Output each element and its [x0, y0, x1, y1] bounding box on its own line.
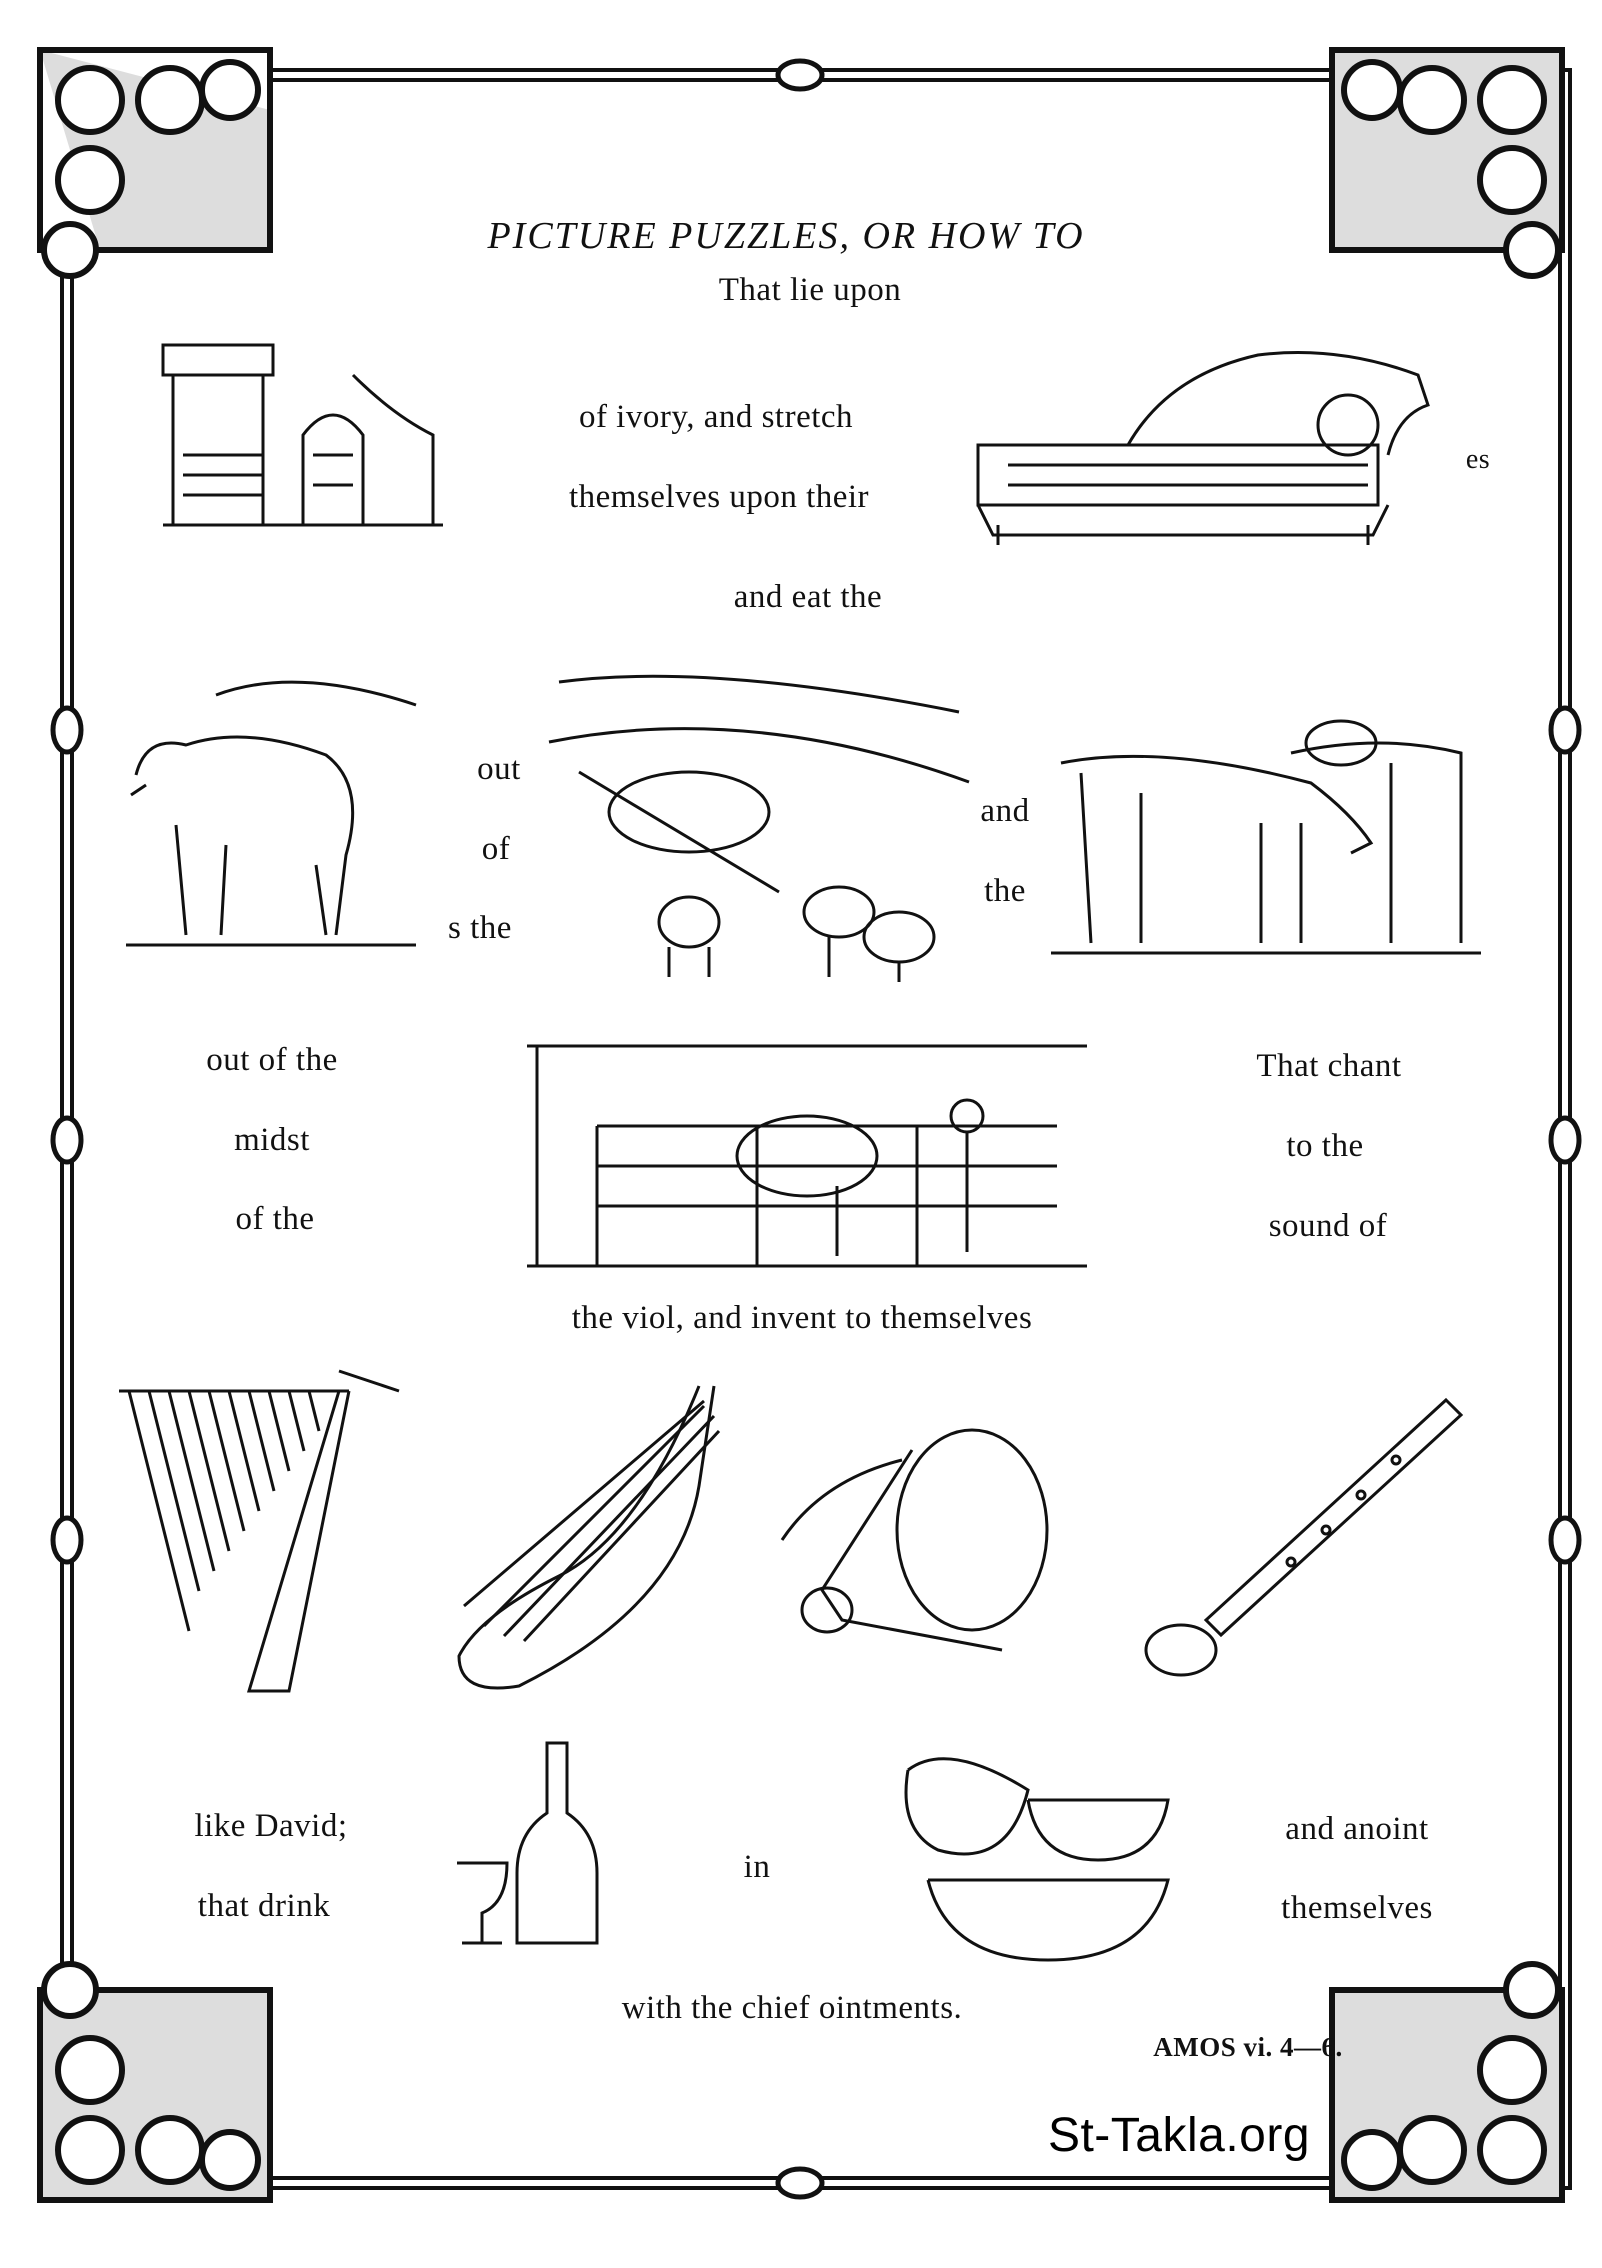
text-line: and [980, 793, 1030, 829]
text-line: That lie upon [718, 272, 902, 308]
text-line: of the [235, 1201, 315, 1237]
text-line: themselves [1281, 1890, 1433, 1926]
scripture-reference: AMOS vi. 4—6. [1153, 2032, 1343, 2062]
flute-icon [1144, 1397, 1464, 1677]
text-line: and eat the [733, 579, 883, 615]
sofa-icon [976, 351, 1430, 545]
text-line: with the chief ointments. [621, 1990, 963, 2026]
text-line: of [481, 831, 511, 867]
text-line: the viol, and invent to themselves [571, 1300, 1033, 1336]
stable-icon [527, 1044, 1087, 1268]
text-line: That chant [1256, 1048, 1402, 1084]
corner-knot-bl [37, 1961, 273, 2203]
text-line: s the [448, 910, 512, 946]
watermark: St-Takla.org [1047, 2109, 1311, 2162]
corner-knot-br [1329, 1961, 1565, 2203]
text-line: sound of [1268, 1208, 1388, 1244]
corner-knot-tr [1329, 47, 1565, 279]
lyre-icon [457, 1385, 721, 1690]
flock-icon [548, 674, 970, 982]
text-line: themselves upon their [568, 479, 870, 515]
bed-icon [161, 343, 443, 527]
text-line: like David; [194, 1808, 348, 1844]
sheep-icon [126, 680, 417, 947]
text-line: to the [1286, 1128, 1364, 1164]
bowls-icon [904, 1757, 1170, 1962]
wine-bottle-icon [457, 1741, 599, 1945]
text-line: the [984, 873, 1026, 909]
corner-knot-tl [37, 47, 273, 279]
harp-icon [119, 1369, 400, 1693]
text-line: midst [234, 1122, 310, 1158]
text-line: out of the [206, 1042, 338, 1078]
text-line: es [1465, 444, 1491, 475]
text-line: and anoint [1285, 1811, 1429, 1847]
text-line: that drink [197, 1888, 331, 1924]
text-line: in [743, 1849, 771, 1885]
drum-icon [780, 1428, 1049, 1652]
page-title: PICTURE PUZZLES, OR HOW TO [487, 215, 1085, 257]
text-line: out [477, 751, 521, 787]
calves-icon [1051, 719, 1481, 955]
text-line: of ivory, and stretch [578, 399, 854, 435]
